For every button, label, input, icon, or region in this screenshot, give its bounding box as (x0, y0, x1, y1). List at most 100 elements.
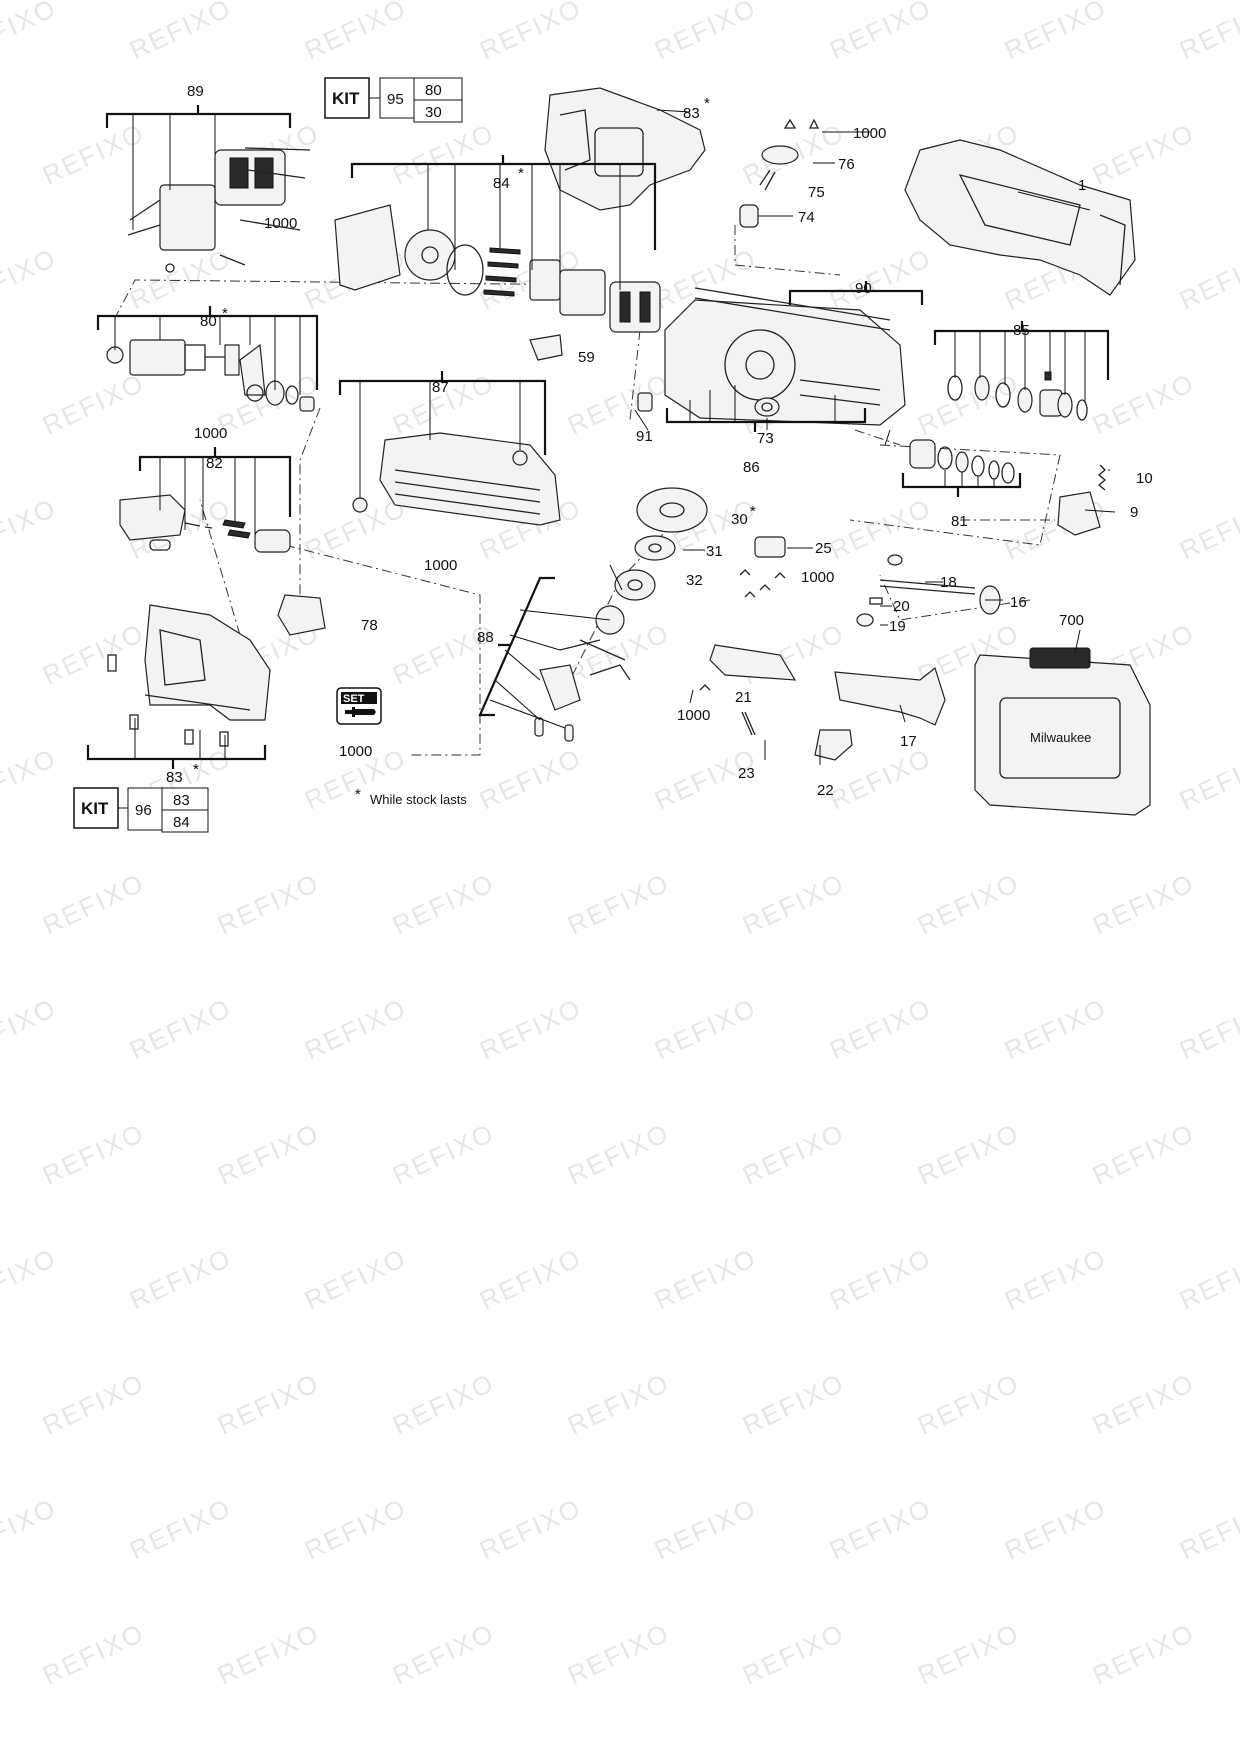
label-19: 19 (889, 618, 906, 635)
watermark-text: REFIXO (1175, 0, 1240, 65)
watermark-text: REFIXO (1175, 242, 1240, 315)
watermark-text: REFIXO (125, 242, 236, 315)
watermark-text: REFIXO (1175, 1242, 1240, 1315)
label-25: 25 (815, 540, 832, 557)
watermark-text: REFIXO (913, 867, 1024, 940)
label-1000-e: 1000 (424, 557, 457, 574)
watermark-text: REFIXO (38, 617, 149, 690)
kit-top-label: KIT (332, 89, 360, 108)
label-81: 81 (951, 513, 968, 530)
label-74: 74 (798, 209, 815, 226)
watermark-text: REFIXO (825, 0, 936, 65)
watermark-text: REFIXO (38, 1117, 149, 1190)
watermark-text: REFIXO (1175, 992, 1240, 1065)
watermark-text: REFIXO (475, 742, 586, 815)
watermark-text: REFIXO (388, 1617, 499, 1690)
watermark-text: REFIXO (300, 1492, 411, 1565)
watermark-text: REFIXO (650, 0, 761, 65)
kit-box-bottom: KIT 96 83 84 (73, 787, 209, 833)
label-21: 21 (735, 689, 752, 706)
label-84: 84 (493, 175, 510, 192)
label-82: 82 (206, 455, 223, 472)
watermark-text: REFIXO (738, 1367, 849, 1440)
part-81-set (909, 439, 1015, 484)
part-91-cap (637, 392, 653, 412)
label-1000-d: 1000 (801, 569, 834, 586)
label-76: 76 (838, 156, 855, 173)
watermark-text: REFIXO (913, 1617, 1024, 1690)
watermark-text: REFIXO (125, 1492, 236, 1565)
part-87-gear-case (352, 432, 561, 526)
watermark-text: REFIXO (388, 117, 499, 190)
watermark-text: REFIXO (213, 1367, 324, 1440)
watermark-text: REFIXO (38, 867, 149, 940)
star-83-top: * (704, 95, 710, 112)
label-700: 700 (1059, 612, 1084, 629)
footnote-star: * (355, 786, 361, 803)
watermark-text: REFIXO (738, 1117, 849, 1190)
footnote: * While stock lasts (355, 786, 467, 807)
watermark-text: REFIXO (388, 1117, 499, 1190)
part-73-bearing (754, 397, 780, 417)
kit-top-part-b: 30 (425, 104, 442, 121)
footnote-text: While stock lasts (370, 792, 467, 807)
kit-top-number: 95 (387, 91, 404, 108)
watermark-text: REFIXO (1088, 867, 1199, 940)
label-78: 78 (361, 617, 378, 634)
watermark-text: REFIXO (0, 242, 61, 315)
part-83-housing-half (544, 87, 706, 211)
label-83-top: 83 (683, 105, 700, 122)
kit-top-part-a: 80 (425, 82, 442, 99)
watermark-text: REFIXO (300, 992, 411, 1065)
watermark-text: REFIXO (125, 992, 236, 1065)
part-80-armature (106, 339, 315, 412)
watermark-text: REFIXO (388, 1367, 499, 1440)
part-78-insulator (277, 594, 326, 636)
part-17-23-shoe (699, 644, 946, 761)
kit-box-top: KIT 95 80 30 (324, 77, 463, 123)
watermark-text: REFIXO (1000, 1492, 1111, 1565)
watermark-text: REFIXO (650, 1492, 761, 1565)
brackets (86, 105, 1116, 769)
watermark-text: REFIXO (0, 1492, 61, 1565)
label-1000-b: 1000 (853, 125, 886, 142)
watermark-text: REFIXO (0, 492, 61, 565)
part-83-bottom-housing (107, 604, 271, 747)
watermark-text: REFIXO (825, 1492, 936, 1565)
watermark-text: REFIXO (475, 0, 586, 65)
part-700-carry-case: Milwaukee (974, 647, 1151, 816)
label-91: 91 (636, 428, 653, 445)
watermark-text: REFIXO (738, 1617, 849, 1690)
watermark-text: REFIXO (1175, 1492, 1240, 1565)
label-86: 86 (743, 459, 760, 476)
watermark-text: REFIXO (825, 242, 936, 315)
part-labels: 89 1000 84 * 83 * 1000 76 75 74 1 80 * 1… (166, 83, 1153, 799)
part-1-front-boot (904, 139, 1136, 296)
kit-bottom-part-a: 83 (173, 792, 190, 809)
label-17: 17 (900, 733, 917, 750)
watermark-text: REFIXO (913, 1117, 1024, 1190)
watermark-text: REFIXO (388, 867, 499, 940)
watermark-text: REFIXO (213, 1117, 324, 1190)
watermark-text: REFIXO (125, 0, 236, 65)
watermark-text: REFIXO (0, 992, 61, 1065)
watermark-text: REFIXO (563, 867, 674, 940)
label-32: 32 (686, 572, 703, 589)
label-1: 1 (1078, 177, 1086, 194)
part-31-32-washers (614, 535, 676, 601)
watermark-text: REFIXO (1088, 1117, 1199, 1190)
watermark-text: REFIXO (213, 867, 324, 940)
part-25-clamp (739, 536, 786, 598)
label-22: 22 (817, 782, 834, 799)
watermark-text: REFIXO (1000, 1242, 1111, 1315)
watermark-text: REFIXO (300, 0, 411, 65)
label-9: 9 (1130, 504, 1138, 521)
watermark-text: REFIXO (913, 1367, 1024, 1440)
label-16: 16 (1010, 594, 1027, 611)
label-80: 80 (200, 313, 217, 330)
watermark-text: REFIXO (0, 742, 61, 815)
label-83-bottom: 83 (166, 769, 183, 786)
label-1000-f: 1000 (677, 707, 710, 724)
label-73: 73 (757, 430, 774, 447)
part-9-10 (1057, 464, 1107, 536)
